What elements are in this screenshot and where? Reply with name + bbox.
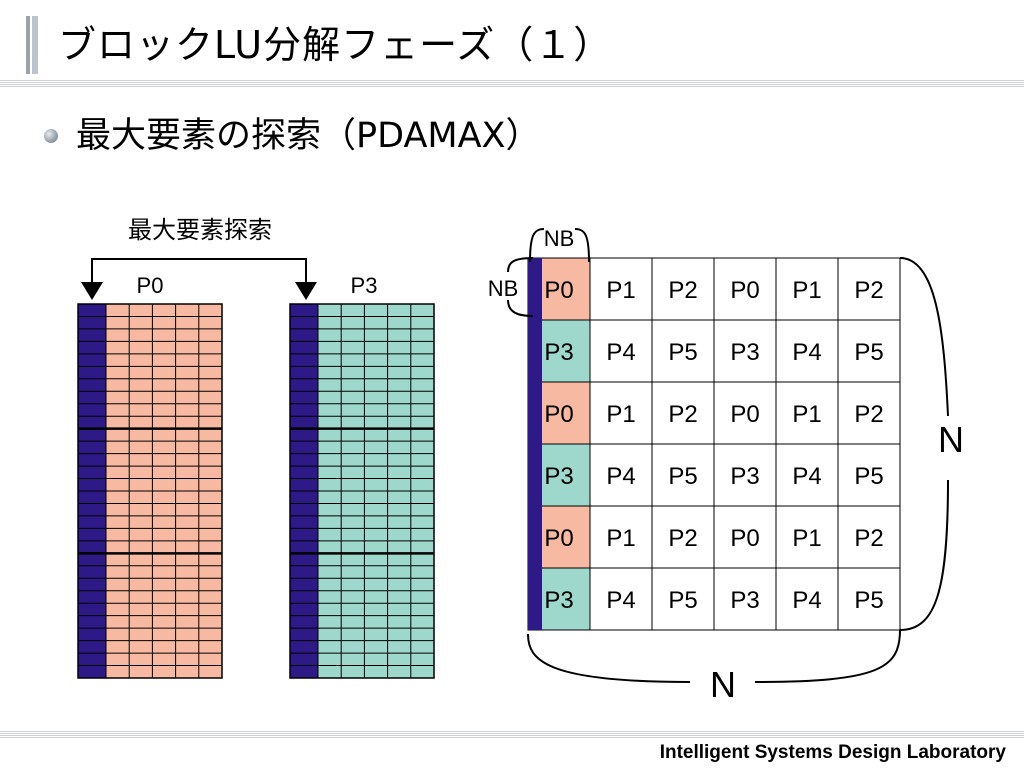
panel-p0	[77, 303, 223, 679]
n-right-label: N	[938, 419, 964, 460]
grid-cell-label: P0	[730, 525, 759, 552]
grid-cell-label: P0	[730, 277, 759, 304]
panel-label-p3: P3	[351, 273, 378, 298]
grid-cell-label: P3	[730, 463, 759, 490]
grid-cell-label: P3	[544, 463, 573, 490]
grid-column-bar	[528, 258, 542, 630]
grid-cell-label: P3	[730, 587, 759, 614]
nb-left-label: NB	[488, 276, 519, 301]
grid-cell-label: P5	[668, 587, 697, 614]
grid-cell-label: P4	[606, 339, 635, 366]
title-divider	[0, 80, 1024, 88]
grid-cell	[651, 505, 715, 569]
grid-cell	[775, 381, 839, 445]
grid-cell-label: P1	[792, 401, 821, 428]
grid-cell-label: P2	[854, 277, 883, 304]
bullet-text: 最大要素の探索（PDAMAX）	[76, 116, 541, 156]
grid-cell	[713, 443, 777, 507]
grid-cell-label: P0	[544, 525, 573, 552]
grid-cell-label: P2	[668, 277, 697, 304]
grid-cell	[775, 505, 839, 569]
grid-cell	[651, 567, 715, 631]
search-arrow	[81, 258, 317, 300]
grid-cell-label: P2	[854, 525, 883, 552]
grid-cell-label: P0	[544, 277, 573, 304]
grid-cell-label: P1	[792, 525, 821, 552]
grid-cell-label: P3	[544, 339, 573, 366]
grid-cell	[713, 567, 777, 631]
grid-cell	[589, 257, 653, 321]
grid-cell-label: P0	[544, 401, 573, 428]
grid-cell-label: P5	[668, 463, 697, 490]
grid-cell	[651, 257, 715, 321]
grid-cell	[589, 567, 653, 631]
grid-cell	[713, 505, 777, 569]
n-right-brace	[899, 257, 949, 631]
grid-cell	[713, 257, 777, 321]
grid-cell	[775, 257, 839, 321]
grid-cell	[837, 443, 901, 507]
grid-cell-label: P3	[544, 587, 573, 614]
grid-cell-label: P5	[854, 463, 883, 490]
grid-cell-label: P4	[606, 463, 635, 490]
grid-cell-label: P5	[668, 339, 697, 366]
grid-cell-label: P2	[668, 525, 697, 552]
footer-lab-name: Intelligent Systems Design Laboratory	[659, 742, 1006, 763]
grid-cell	[775, 443, 839, 507]
grid-cell-label: P5	[854, 587, 883, 614]
grid-cell	[589, 381, 653, 445]
grid-cell-label: P5	[854, 339, 883, 366]
grid-cell-label: P1	[606, 525, 635, 552]
footer-divider	[0, 731, 1024, 739]
grid-cell	[713, 381, 777, 445]
grid-cell-label: P1	[792, 277, 821, 304]
nb-top-label: NB	[544, 226, 575, 251]
n-bottom-brace	[527, 629, 901, 683]
n-bottom-label: N	[710, 664, 736, 705]
nb-top-brace	[529, 228, 590, 263]
grid-cell-label: P4	[606, 587, 635, 614]
grid-cell	[837, 381, 901, 445]
grid-cell-label: P2	[854, 401, 883, 428]
left-caption: 最大要素探索	[128, 217, 272, 244]
grid-cell	[589, 319, 653, 383]
grid-cell	[837, 567, 901, 631]
grid-cell-label: P4	[792, 339, 821, 366]
grid-cell-label: P4	[792, 587, 821, 614]
grid-cell-label: P4	[792, 463, 821, 490]
panel-label-p0: P0	[137, 273, 164, 298]
grid-cell	[713, 319, 777, 383]
bullet-icon	[44, 129, 58, 143]
grid-cell-label: P0	[730, 401, 759, 428]
title-accent-bar	[26, 16, 40, 74]
nb-left-brace	[507, 257, 534, 317]
panel-p3	[289, 303, 435, 679]
panel-border	[289, 303, 435, 679]
grid-cell	[775, 567, 839, 631]
grid-cell-label: P1	[606, 401, 635, 428]
grid-cell-label: P3	[730, 339, 759, 366]
grid-cell	[837, 505, 901, 569]
grid-cell-label: P1	[606, 277, 635, 304]
panel-border	[77, 303, 223, 679]
slide-title: ブロックLU分解フェーズ（１）	[58, 23, 613, 67]
grid-cell	[589, 443, 653, 507]
grid-cell-label: P2	[668, 401, 697, 428]
